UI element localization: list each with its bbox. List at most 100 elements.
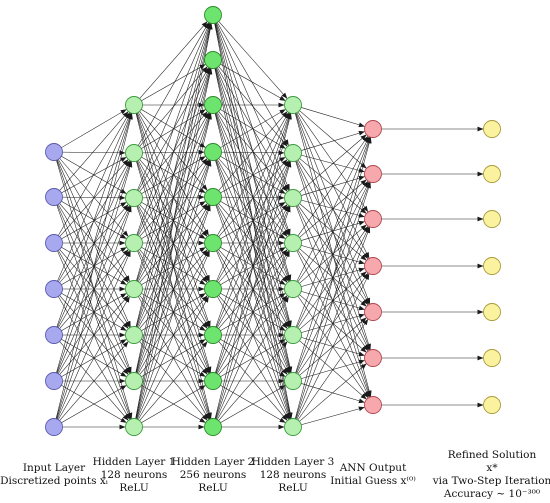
hidden2-to-hidden3-edge (218, 341, 288, 421)
hidden1-to-hidden2-edge (141, 64, 206, 102)
hidden1-neuron (125, 372, 143, 390)
hidden3-to-output-edge (299, 363, 367, 422)
hidden2-neuron (204, 143, 222, 161)
hidden3-to-output-edge (299, 224, 367, 284)
input-to-hidden1-edge (55, 113, 133, 419)
hidden2-neuron (204, 6, 222, 24)
refined-neuron (483, 257, 501, 275)
hidden1-to-hidden2-edge (137, 22, 209, 146)
hidden1-to-hidden2-edge (135, 23, 213, 419)
hidden3-label-line: ReLU (278, 482, 308, 494)
hidden1-to-hidden2-edge (136, 23, 212, 281)
hidden2-label-line: 256 neurons (179, 469, 247, 481)
input-neuron (45, 234, 63, 252)
hidden1-to-hidden2-edge (136, 205, 211, 420)
output-neuron (364, 210, 382, 228)
output-neuron (364, 303, 382, 321)
refined-neuron (483, 210, 501, 228)
connection-edges (55, 21, 484, 430)
hidden2-neuron (204, 51, 222, 69)
hidden2-to-hidden3-edge (220, 63, 286, 101)
input-to-hidden1-edge (57, 250, 131, 420)
input-neuron (45, 326, 63, 344)
hidden1-to-hidden2-edge (135, 23, 212, 327)
hidden1-to-hidden2-edge (136, 160, 212, 419)
hidden1-neuron (125, 144, 143, 162)
input-to-hidden1-edge (61, 385, 127, 423)
hidden3-to-output-edge (295, 182, 371, 419)
refined-label-line: via Two-Step Iteration (432, 475, 550, 487)
input-neuron (45, 372, 63, 390)
hidden1-to-hidden2-edge (139, 21, 208, 99)
hidden1-to-hidden2-edge (136, 23, 211, 236)
input-to-hidden1-edge (58, 296, 130, 420)
hidden2-to-hidden3-edge (220, 385, 286, 423)
input-to-hidden1-edge (61, 157, 127, 194)
hidden1-label-line: 128 neurons (100, 469, 168, 481)
output-neuron (364, 165, 382, 183)
hidden2-to-hidden3-edge (217, 296, 289, 420)
hidden2-to-hidden3-edge (221, 150, 285, 156)
output-neuron (364, 396, 382, 414)
hidden2-neuron (204, 234, 222, 252)
hidden2-label-line: ReLU (198, 482, 228, 494)
hidden2-neuron (204, 96, 222, 114)
hidden3-to-output-edge (296, 273, 370, 420)
hidden2-to-hidden3-edge (215, 206, 291, 420)
hidden2-label-line: Hidden Layer 2 (171, 456, 255, 468)
hidden3-to-output-edge (301, 107, 365, 128)
input-to-hidden1-edge (59, 111, 129, 191)
hidden2-neuron (204, 418, 222, 436)
hidden3-to-output-edge (295, 137, 371, 373)
input-to-hidden1-edge (56, 206, 132, 420)
input-neuron (45, 188, 63, 206)
refined-neuron (483, 396, 501, 414)
hidden1-neuron (125, 280, 143, 298)
hidden3-to-output-edge (299, 110, 367, 169)
hidden3-to-output-edge (297, 111, 369, 213)
hidden2-to-hidden3-edge (215, 113, 292, 373)
refined-neuron (483, 303, 501, 321)
output-neuron (364, 349, 382, 367)
hidden3-to-output-edge (301, 406, 365, 426)
hidden1-to-hidden2-edge (141, 385, 206, 423)
hidden3-to-output-edge (299, 179, 367, 238)
hidden2-to-hidden3-edge (217, 112, 289, 236)
hidden2-to-hidden3-edge (218, 66, 288, 147)
hidden1-to-hidden2-edge (137, 250, 210, 420)
hidden3-neuron (284, 372, 302, 390)
hidden1-to-hidden2-edge (137, 296, 209, 420)
hidden3-to-output-edge (301, 130, 365, 151)
input-to-hidden1-edge (61, 109, 127, 148)
hidden1-label-line: ReLU (119, 482, 149, 494)
hidden1-to-hidden2-edge (135, 23, 213, 373)
input-label-line: Input Layer (22, 462, 86, 474)
refined-label-line: Accuracy ∼ 10⁻³⁰⁰ (443, 488, 541, 500)
hidden1-label-line: Hidden Layer 1 (92, 456, 176, 468)
input-to-hidden1-edge (58, 112, 130, 236)
hidden1-neuron (125, 234, 143, 252)
hidden2-to-hidden3-edge (218, 111, 288, 191)
refined-label-line: Refined Solution (447, 449, 537, 461)
hidden3-label-line: Hidden Layer 3 (251, 456, 335, 468)
hidden1-to-hidden2-edge (135, 113, 212, 419)
hidden1-to-hidden2-edge (141, 109, 206, 148)
hidden2-neuron (204, 280, 222, 298)
hidden1-neuron (125, 418, 143, 436)
neuron-nodes (45, 6, 501, 436)
hidden2-neuron (204, 188, 222, 206)
input-neuron (45, 280, 63, 298)
input-neuron (45, 418, 63, 436)
output-label-line: ANN Output (339, 462, 407, 474)
hidden2-to-hidden3-edge (215, 161, 292, 419)
hidden2-to-hidden3-edge (214, 113, 292, 419)
input-to-hidden1-edge (56, 161, 133, 419)
hidden2-neuron (204, 372, 222, 390)
input-to-hidden1-edge (59, 159, 129, 237)
hidden2-to-hidden3-edge (215, 113, 291, 328)
